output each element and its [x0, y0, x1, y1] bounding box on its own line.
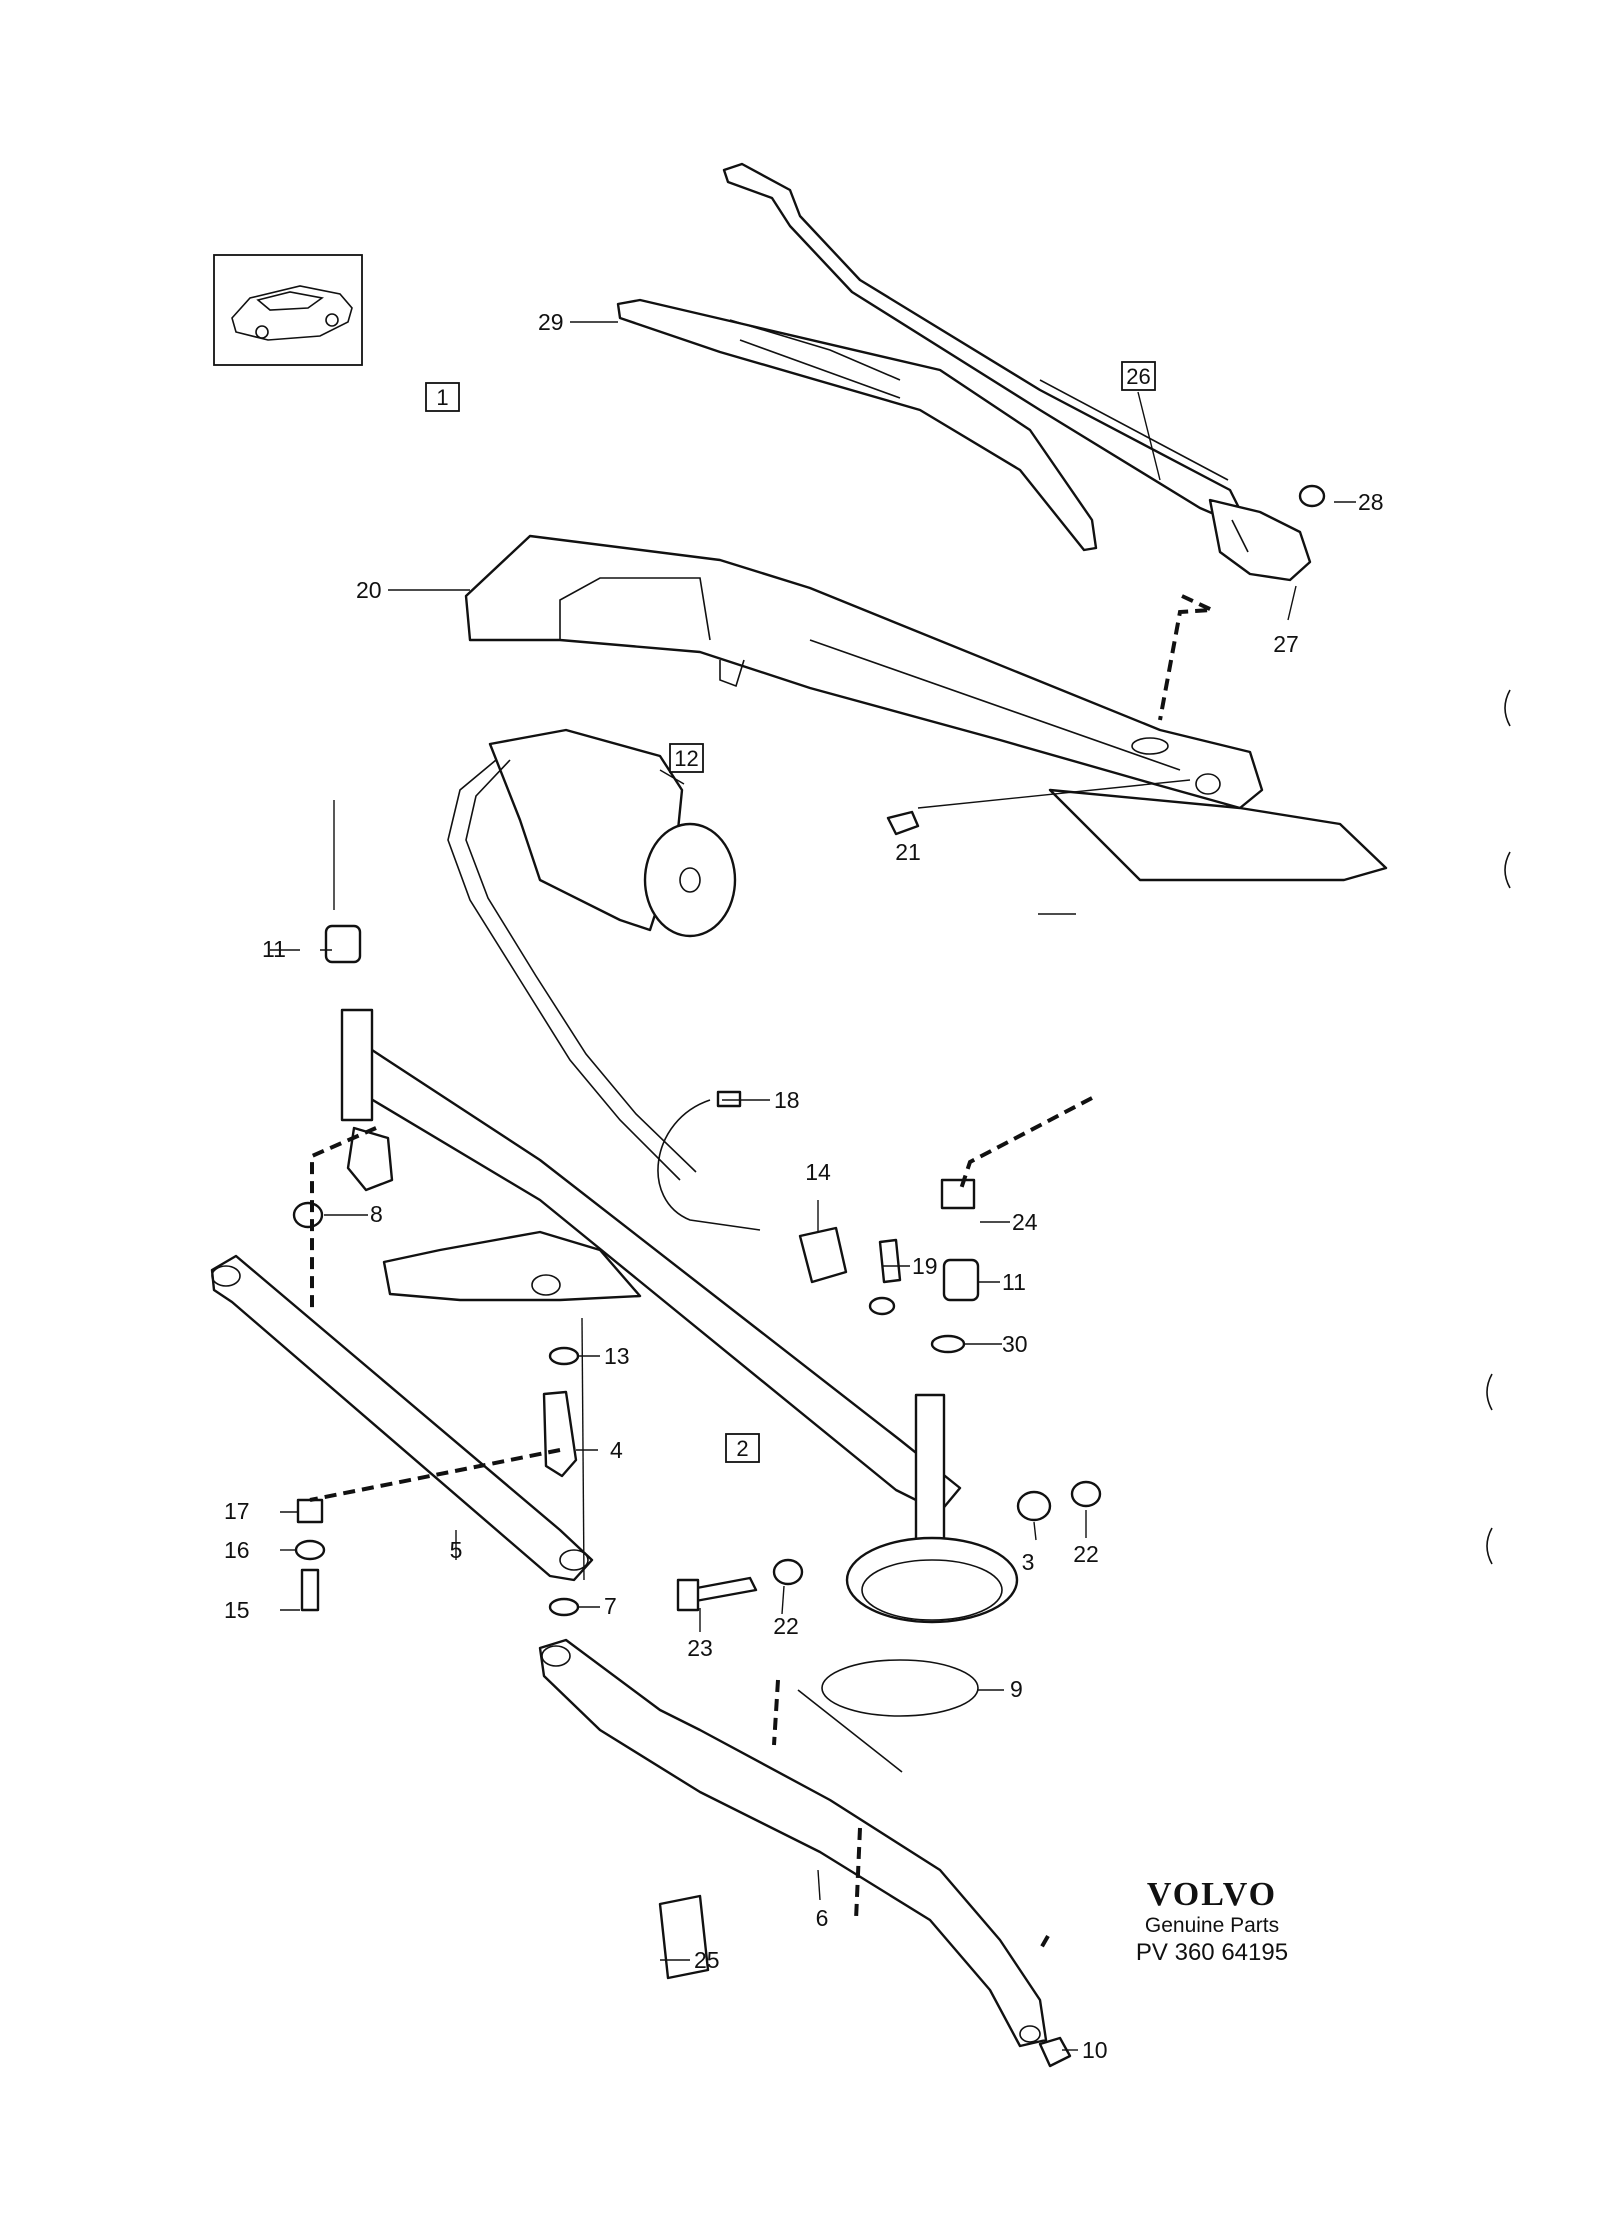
callout-22-left: 22 [773, 1613, 799, 1639]
callout-box-2: 2 [725, 1433, 760, 1463]
callout-27: 27 [1273, 631, 1299, 657]
leader-lines [270, 321, 1356, 2051]
linkage-frame [350, 1048, 962, 1514]
callout-21: 21 [895, 839, 921, 865]
callout-14: 14 [805, 1159, 831, 1185]
callout-30: 30 [1002, 1331, 1028, 1357]
wiper-arm [722, 162, 1312, 582]
callout-6: 6 [816, 1905, 829, 1931]
wiper-motor [447, 728, 737, 1181]
callout-13: 13 [604, 1343, 630, 1369]
connector [657, 1090, 848, 1284]
callout-10: 10 [1082, 2037, 1108, 2063]
svg-text:2: 2 [736, 1436, 748, 1461]
callout-8: 8 [370, 1201, 383, 1227]
callout-11-right: 11 [1002, 1269, 1026, 1295]
callout-18: 18 [774, 1087, 800, 1113]
right-spindle [797, 1393, 1019, 1773]
callout-15: 15 [224, 1597, 250, 1623]
callout-5: 5 [450, 1537, 463, 1563]
svg-text:12: 12 [674, 746, 698, 771]
callout-29: 29 [538, 309, 564, 335]
callout-25: 25 [694, 1947, 720, 1973]
callout-7: 7 [604, 1593, 617, 1619]
callout-17: 17 [224, 1498, 250, 1524]
hardware [292, 484, 1326, 2068]
callout-box-12: 12 [669, 743, 704, 773]
callout-16: 16 [224, 1537, 250, 1563]
svg-text:1: 1 [436, 385, 448, 410]
callout-box-1: 1 [425, 382, 460, 412]
diagram-code: PV 360 64195 [1136, 1939, 1288, 1966]
link-rod-5 [210, 1254, 594, 1582]
callout-box-26: 26 [1121, 361, 1156, 391]
connection-lines [309, 594, 1213, 1951]
drive-arm-6 [538, 1638, 1048, 2048]
binder-marks [1486, 689, 1511, 1565]
callout-4: 4 [610, 1437, 623, 1463]
brand-subtitle: Genuine Parts [1145, 1914, 1279, 1937]
svg-text:26: 26 [1126, 364, 1150, 389]
left-spindle [324, 924, 394, 1192]
callout-23: 23 [687, 1635, 713, 1661]
callout-9: 9 [1010, 1676, 1023, 1702]
callout-11-left: 11 [262, 936, 286, 962]
callout-24: 24 [1012, 1209, 1038, 1235]
car-thumbnail-icon [213, 254, 363, 366]
callout-22-right: 22 [1073, 1541, 1099, 1567]
wiper-cover [464, 534, 1388, 882]
callout-28: 28 [1358, 489, 1384, 515]
brand-logo: VOLVO [1147, 1876, 1277, 1913]
callout-3: 3 [1022, 1549, 1035, 1575]
wiper-blade [616, 298, 1098, 552]
callout-20: 20 [356, 577, 382, 603]
callout-19: 19 [912, 1253, 938, 1279]
